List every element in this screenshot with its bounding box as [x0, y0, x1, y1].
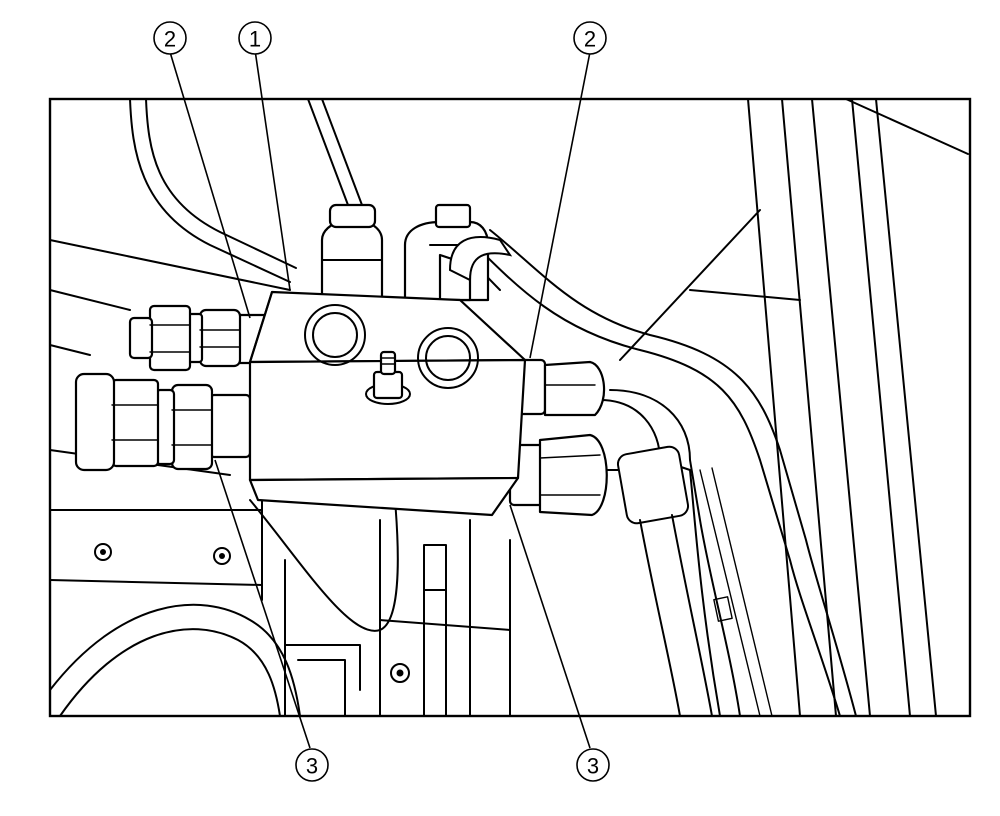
callout-3-left: 3	[295, 748, 329, 782]
callout-label-1: 1	[249, 27, 261, 52]
callout-label-2-left: 2	[164, 27, 176, 52]
callout-2-left: 2	[153, 21, 187, 55]
callout-3-right: 3	[576, 748, 610, 782]
callout-label-2-right: 2	[584, 27, 596, 52]
callout-label-3-right: 3	[587, 754, 599, 779]
callout-2-right: 2	[573, 21, 607, 55]
callout-leaders	[169, 49, 591, 749]
background-structure	[49, 98, 969, 717]
left-fittings	[74, 304, 274, 472]
callout-label-3-left: 3	[306, 754, 318, 779]
callout-1: 1	[238, 21, 272, 55]
valve-top-fittings	[320, 203, 513, 302]
valve-block	[248, 290, 527, 517]
